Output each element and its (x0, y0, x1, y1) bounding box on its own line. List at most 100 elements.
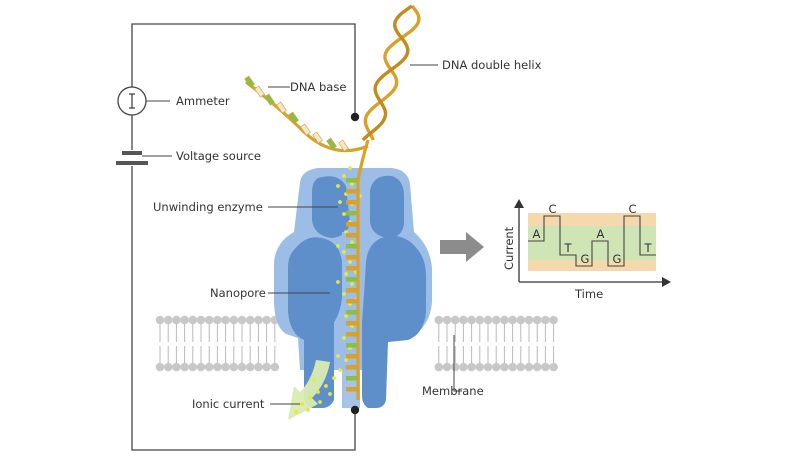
dna-base-block (346, 211, 357, 216)
nanopore-label: Nanopore (210, 286, 266, 300)
ion-dot (332, 376, 336, 380)
output-arrow (440, 232, 484, 262)
ion-dot (294, 410, 298, 414)
ion-dot (316, 390, 320, 394)
ion-dot (308, 396, 312, 400)
lipid-head (434, 362, 444, 372)
trace-base-letter: C (629, 202, 637, 216)
trace-base-letter: A (597, 227, 605, 241)
lipid-head (434, 315, 444, 325)
ion-dot (300, 402, 304, 406)
lipid-head (450, 362, 460, 372)
ion-dot (342, 212, 346, 216)
electrode-top (350, 112, 360, 122)
lipid-head (213, 315, 222, 325)
lipid-head (237, 315, 247, 325)
dna-base-block (300, 123, 311, 136)
dna-base-block (338, 139, 349, 152)
lipid-head (541, 315, 550, 325)
y-axis-arrowhead (514, 199, 524, 208)
lipid-head (221, 362, 230, 372)
ionic-current-label: Ionic current (192, 397, 265, 411)
x-axis-label: Time (574, 287, 603, 301)
dna-base-block (326, 137, 337, 150)
dna-base-block (346, 365, 357, 370)
dna-base-block (346, 277, 357, 282)
ion-dot (344, 272, 348, 276)
lipid-head (155, 362, 165, 372)
circuit-wire-bottom (131, 166, 356, 451)
lipid-head (475, 362, 485, 372)
enzyme-right-lobe (370, 175, 404, 238)
dna-base-block (346, 200, 357, 205)
lipid-head (549, 315, 558, 325)
dna-base-block (346, 266, 357, 271)
lipid-head (483, 362, 493, 372)
lipid-head (459, 315, 468, 325)
lipid-head (221, 315, 230, 325)
ion-dot (342, 174, 346, 178)
lipid-head (516, 315, 526, 325)
trace-base-letter: C (549, 202, 557, 216)
threaded-strand (356, 139, 370, 400)
dna-double-helix (361, 4, 421, 142)
ammeter-label: Ammeter (176, 94, 230, 108)
dna-base-block (346, 354, 357, 359)
lipid-head (254, 315, 263, 325)
ion-dots (294, 166, 362, 414)
dna-base-block (254, 85, 265, 98)
lipid-head (524, 362, 534, 372)
lipid-head (532, 362, 542, 372)
lipid-head (442, 362, 452, 372)
dna-base-block (346, 376, 357, 381)
lipid-head (524, 315, 534, 325)
lipid-head (245, 315, 255, 325)
lipid-head (204, 315, 214, 325)
dna-bases (244, 75, 357, 392)
lipid-head (508, 315, 517, 325)
membrane-label: Membrane (422, 384, 484, 398)
pore-channel (342, 232, 360, 408)
ion-dot (342, 250, 346, 254)
lipid-head (180, 315, 189, 325)
lipid-head (188, 362, 198, 372)
trace-base-letter: G (581, 252, 590, 266)
lipid-head (213, 362, 222, 372)
lipid-head (483, 315, 493, 325)
dna-base-block (346, 189, 357, 194)
lipid-head (467, 362, 476, 372)
ion-dot (348, 166, 352, 170)
lipid-head (229, 362, 239, 372)
lipid-head (549, 362, 558, 372)
lipid-head (262, 315, 271, 325)
dna-base-block (346, 178, 357, 183)
lipid-head (508, 362, 517, 372)
dna-base-block (346, 233, 357, 238)
dna-base-block (346, 387, 357, 392)
battery-icon (116, 151, 148, 165)
x-axis-arrowhead (662, 277, 671, 287)
ion-dot (328, 392, 332, 396)
ion-dot (312, 378, 316, 382)
ion-dot (344, 358, 348, 362)
electrical-circuit (116, 23, 360, 451)
ion-dot (348, 260, 352, 264)
lipid-head (188, 315, 198, 325)
ion-dot (350, 240, 354, 244)
ion-dot (342, 292, 346, 296)
lipid-head (459, 362, 468, 372)
dna-base-block (346, 299, 357, 304)
lipid-head (516, 362, 526, 372)
lipid-head (450, 315, 460, 325)
unwinding-enzyme-label: Unwinding enzyme (153, 200, 263, 214)
lipid-head (541, 362, 550, 372)
ammeter-icon (117, 86, 147, 116)
dna-base-block (346, 321, 357, 326)
lipid-head (245, 362, 255, 372)
lipid-head (475, 315, 485, 325)
lipid-head (163, 362, 173, 372)
lipid-head (237, 362, 247, 372)
ion-dot (336, 184, 340, 188)
